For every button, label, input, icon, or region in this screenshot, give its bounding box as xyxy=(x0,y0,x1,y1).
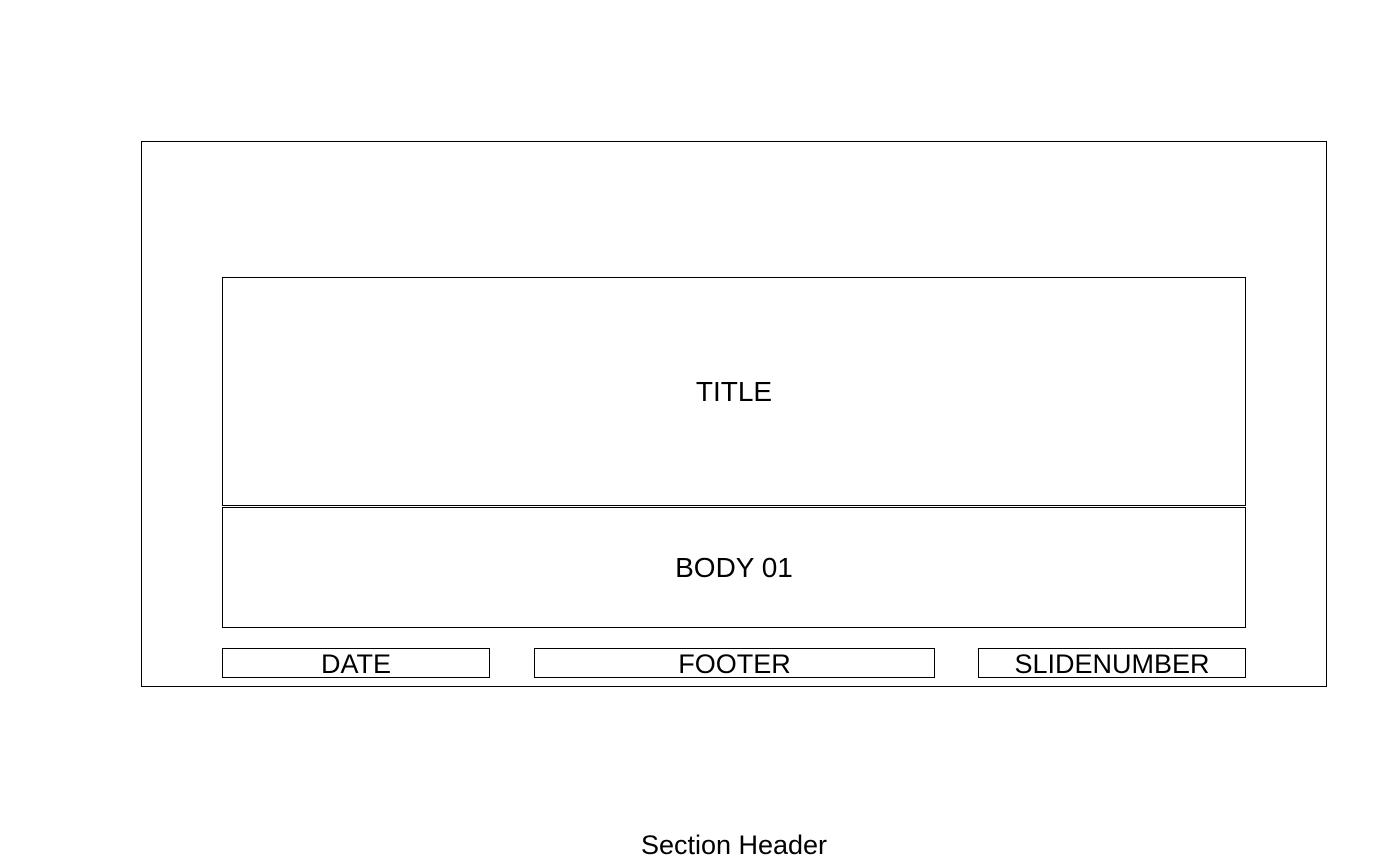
date-placeholder-label: DATE xyxy=(320,648,391,679)
title-placeholder[interactable]: TITLE xyxy=(222,277,1246,506)
layout-name-caption: Section Header xyxy=(640,830,828,860)
slide-number-placeholder[interactable]: SLIDENUMBER xyxy=(978,648,1246,678)
footer-placeholder[interactable]: FOOTER xyxy=(534,648,935,678)
slide-number-placeholder-label: SLIDENUMBER xyxy=(1014,648,1210,679)
footer-placeholder-label: FOOTER xyxy=(678,648,791,679)
date-placeholder[interactable]: DATE xyxy=(222,648,490,678)
body-placeholder[interactable]: BODY 01 xyxy=(222,507,1246,628)
title-placeholder-label: TITLE xyxy=(695,375,773,407)
body-placeholder-label: BODY 01 xyxy=(675,551,793,583)
